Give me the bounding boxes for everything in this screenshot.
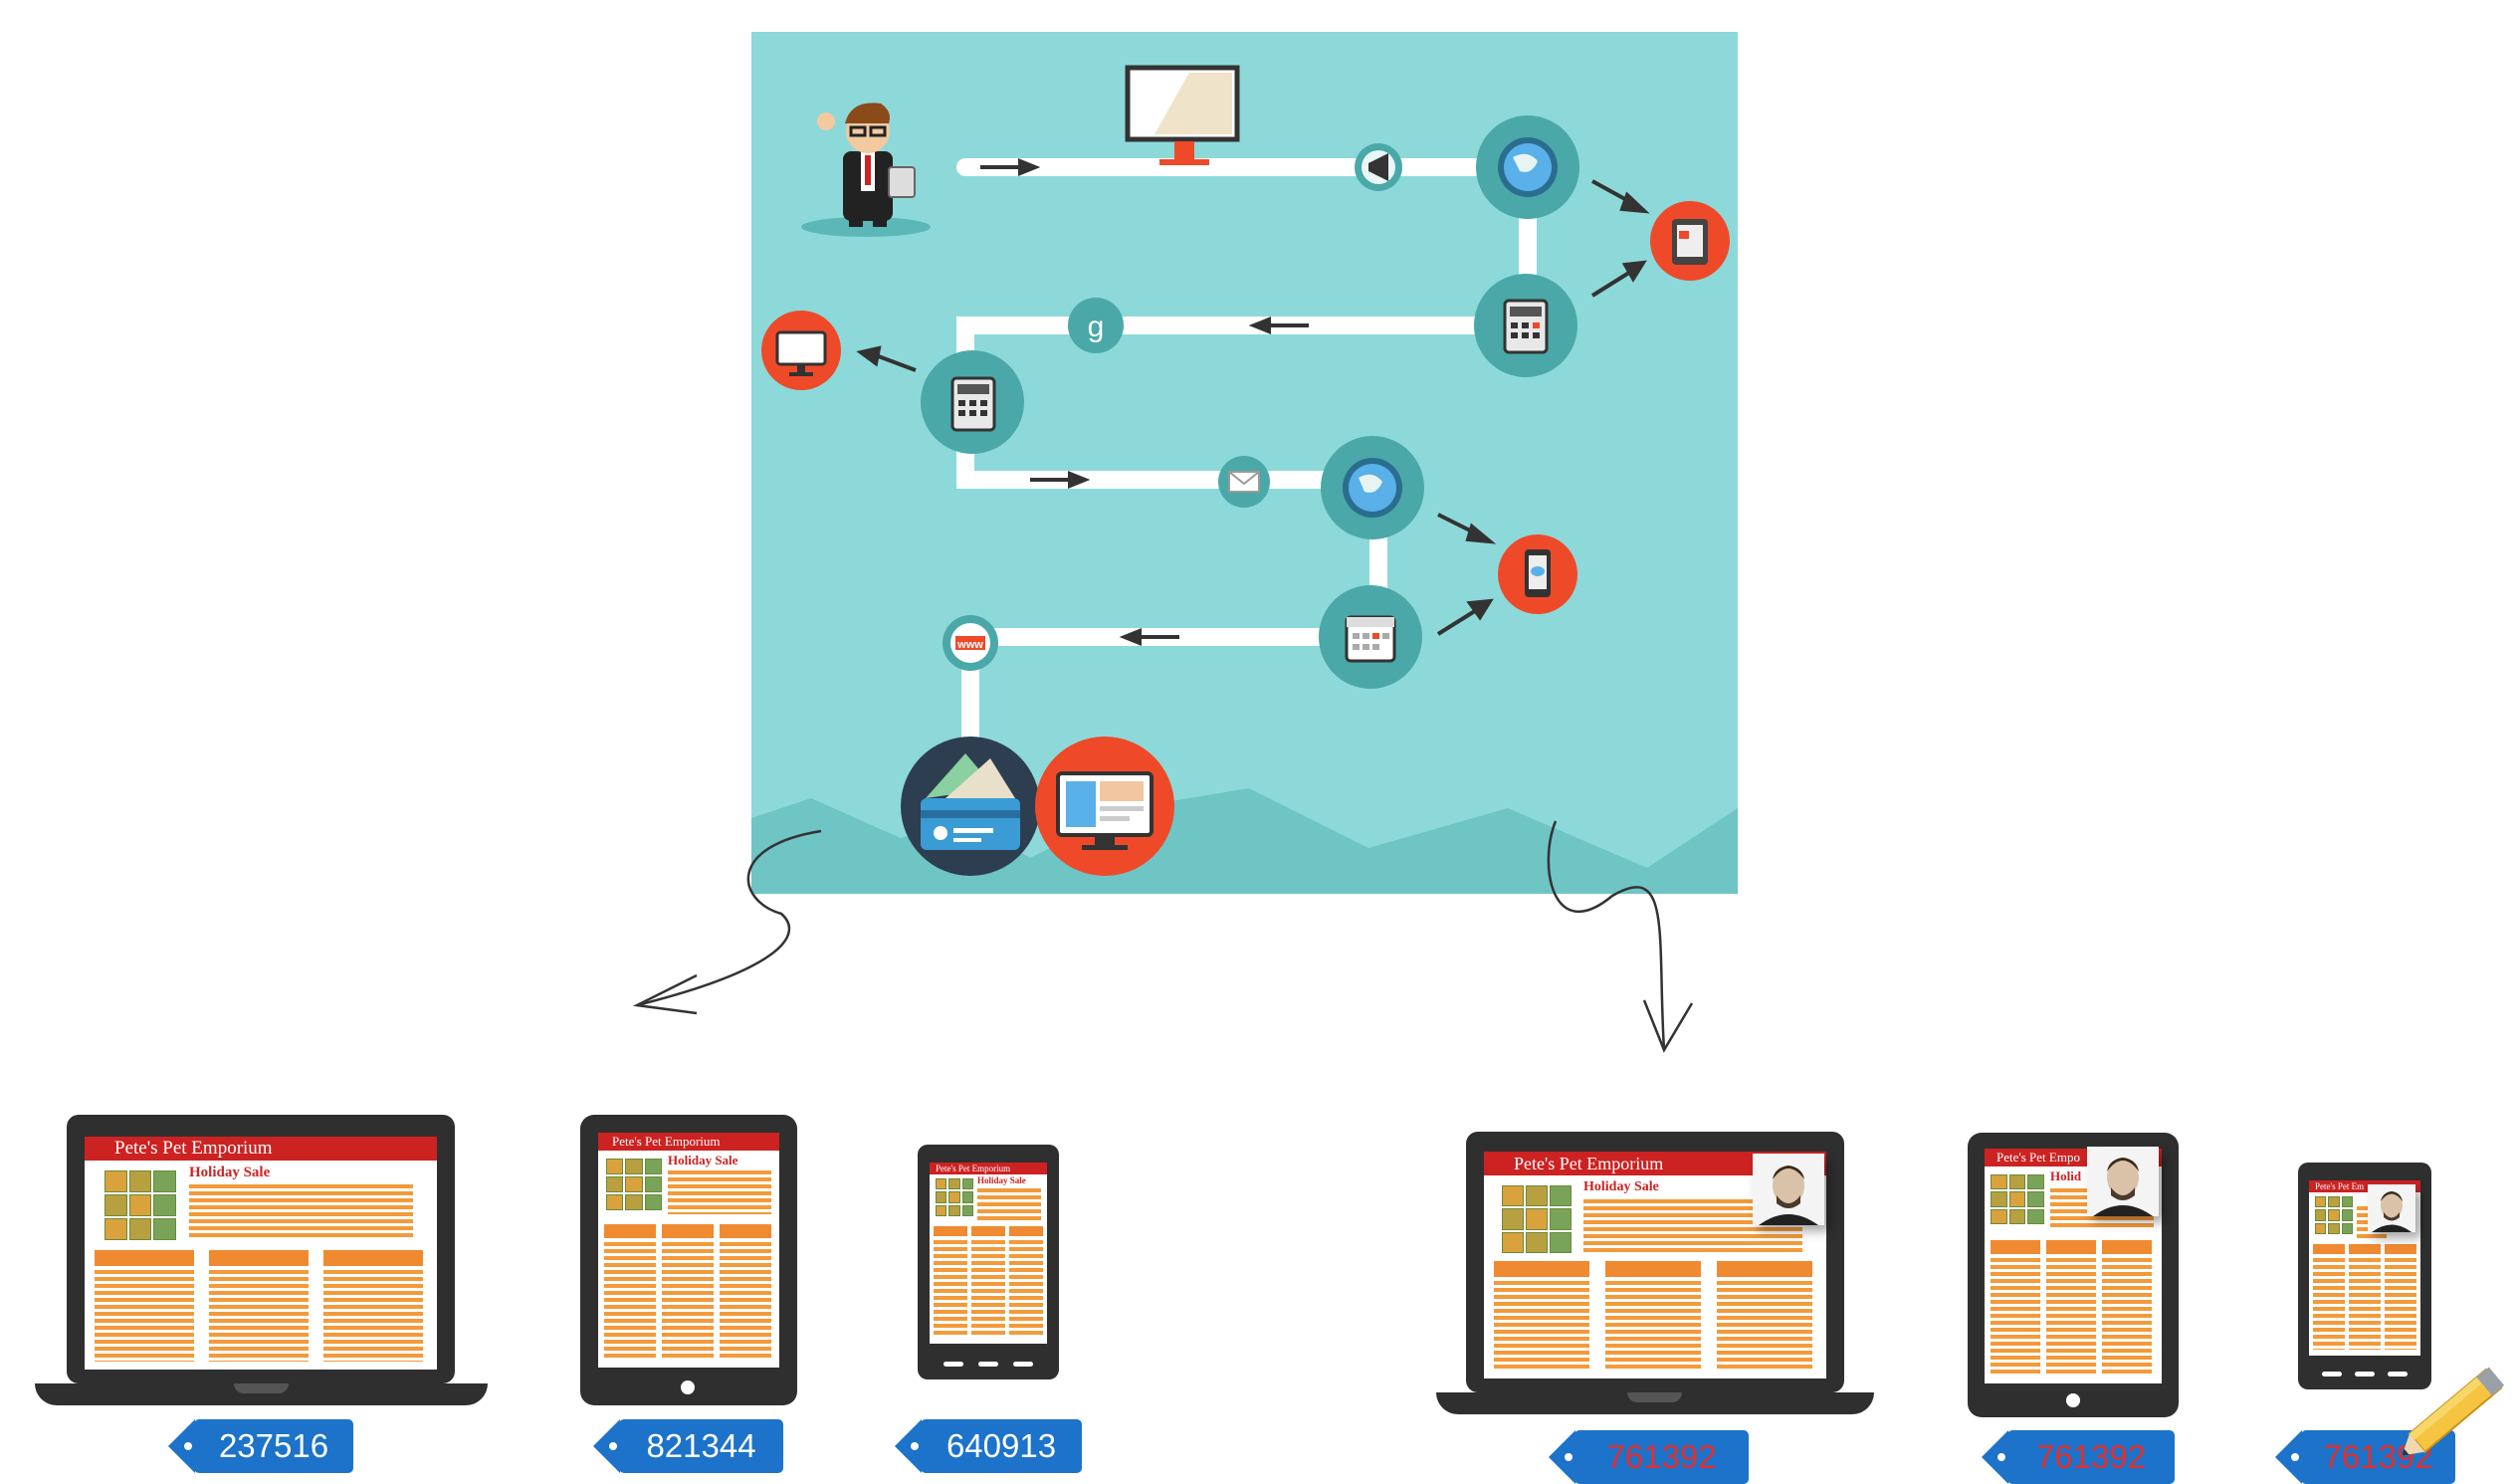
- sale-heading: Holid: [2050, 1168, 2082, 1183]
- product-images: [1502, 1185, 1572, 1253]
- journey-path: [956, 158, 1537, 797]
- sale-heading: Holiday Sale: [189, 1165, 271, 1180]
- user-avatar: [2087, 1147, 2159, 1216]
- www-icon: www: [943, 615, 998, 671]
- svg-text:g: g: [1088, 311, 1105, 343]
- tablet-screen: Pete's Pet Emporium Holiday Sale: [598, 1133, 779, 1368]
- svg-text:www: www: [956, 639, 983, 651]
- user-id-tag: 640913: [895, 1419, 1082, 1473]
- product-images: [105, 1170, 176, 1240]
- desktop-icon: [761, 311, 841, 390]
- monitor-icon: [1035, 737, 1174, 876]
- megaphone-icon: [1355, 143, 1402, 191]
- arrow-right: [1547, 820, 1666, 1051]
- customer-journey-panel: g: [751, 32, 1738, 894]
- journey-map: g: [751, 65, 1738, 894]
- user-avatar: [2368, 1184, 2415, 1232]
- path-arrows: [856, 158, 1650, 646]
- site-title: Pete's Pet Emporium: [598, 1133, 779, 1151]
- arrow-left-head: [632, 973, 698, 1015]
- sale-heading: Holiday Sale: [668, 1153, 738, 1167]
- tablet-icon: [1650, 201, 1730, 281]
- sale-heading: Holiday Sale: [1583, 1179, 1659, 1194]
- wallet-icon: [901, 737, 1040, 876]
- billboard-icon: [1125, 65, 1240, 165]
- phone-screen: Pete's Pet Em: [2309, 1180, 2420, 1356]
- calculator-icon: [1474, 274, 1577, 377]
- site-title: Pete's Pet Emporium: [85, 1137, 437, 1161]
- calendar-icon: [1319, 585, 1422, 689]
- arrow-left: [636, 829, 822, 1007]
- phone-device: Pete's Pet Emporium Holiday Sale: [918, 1145, 1059, 1379]
- product-images: [936, 1178, 973, 1216]
- phone-device-personalized: Pete's Pet Em: [2298, 1163, 2431, 1389]
- tablet-device: Pete's Pet Emporium Holiday Sale: [580, 1115, 797, 1405]
- arrow-right-head: [1642, 999, 1694, 1053]
- google-icon: g: [1068, 298, 1124, 353]
- user-id-tag: 821344: [593, 1419, 783, 1473]
- user-id-tag: 237516: [168, 1419, 353, 1473]
- tablet-screen: Pete's Pet Empo Holid: [1985, 1149, 2162, 1383]
- user-avatar: [1753, 1154, 1824, 1225]
- laptop-screen: Pete's Pet Emporium Holiday Sale: [85, 1137, 437, 1370]
- tablet-device-personalized: Pete's Pet Empo Holid: [1968, 1133, 2179, 1417]
- email-icon: [1218, 456, 1270, 508]
- user-id-tag: 761392: [1982, 1430, 2175, 1484]
- sale-heading: Holiday Sale: [977, 1175, 1026, 1185]
- product-images: [606, 1159, 662, 1210]
- product-images: [1991, 1174, 2044, 1224]
- laptop-device: Pete's Pet Emporium Holiday Sale: [35, 1113, 488, 1411]
- site-title: Pete's Pet Emporium: [930, 1163, 1047, 1174]
- person-photo: [2087, 1147, 2159, 1216]
- product-images: [2315, 1196, 2353, 1234]
- user-id-tag: 761392: [1549, 1430, 1749, 1484]
- pencil-icon: [2402, 1367, 2505, 1456]
- globe-icon: [1476, 115, 1579, 219]
- globe-icon: [1321, 436, 1424, 539]
- businessman-icon: [801, 103, 931, 237]
- phone-screen: Pete's Pet Emporium Holiday Sale: [930, 1163, 1047, 1344]
- person-photo: [2368, 1184, 2415, 1232]
- person-photo: [1753, 1154, 1824, 1225]
- laptop-device-personalized: Pete's Pet Emporium Holiday Sale: [1436, 1130, 1874, 1423]
- calculator-icon: [921, 350, 1024, 454]
- phone-icon: [1498, 534, 1577, 614]
